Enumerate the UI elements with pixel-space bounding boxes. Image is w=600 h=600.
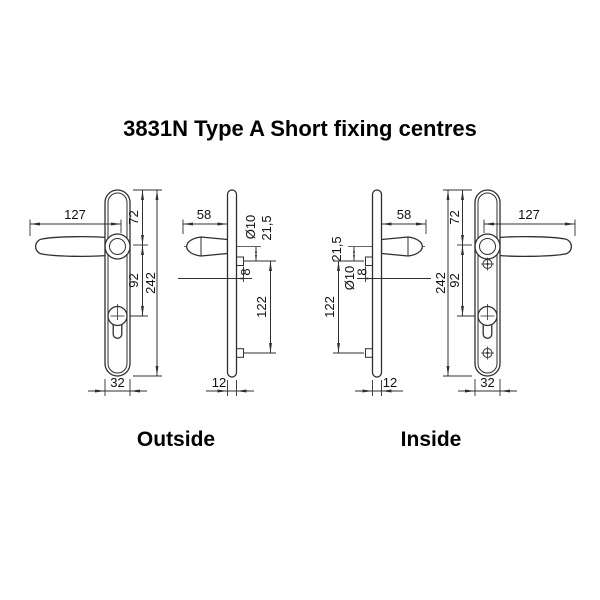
lever-handle-inside [492, 236, 573, 257]
dim-handle-projection: 58 [397, 207, 411, 222]
lever-handle-outside [34, 236, 113, 257]
lever-handle-profile-inside [380, 236, 424, 257]
fixing-lug-top [236, 256, 244, 266]
handle-rose-outer [104, 233, 131, 260]
dim-fixing-centres: 122 [322, 296, 337, 318]
dim-fixing-diameter: Ø10 [243, 215, 258, 240]
handle-rose-outer [474, 233, 501, 260]
fixing-screw-bottom [481, 346, 494, 360]
handle-rose-inner [109, 238, 126, 255]
dim-plate-depth: 12 [383, 375, 397, 390]
outside-front-view: 127 72 92 242 32 [29, 189, 162, 396]
dim-fixing-diameter: Ø10 [342, 266, 357, 291]
backplate-profile-outside [226, 189, 238, 378]
dim-top-to-handle: 72 [126, 210, 141, 224]
fixing-lug-bottom [236, 348, 244, 358]
backplate-inside-inner-line [477, 192, 498, 374]
dim-handle-to-cylinder: 92 [447, 273, 462, 287]
dim-handle-projection: 58 [197, 207, 211, 222]
dim-top-to-handle: 72 [447, 210, 462, 224]
dim-fixing-centres: 122 [254, 296, 269, 318]
handle-rose-inner [479, 238, 496, 255]
dim-fixing-lug: 8 [355, 268, 370, 275]
dim-plate-width: 32 [110, 375, 124, 390]
fixing-screw-top [481, 257, 494, 271]
fixing-lug-top [365, 256, 373, 266]
dim-plate-height: 242 [143, 272, 158, 294]
inside-front-view: 127 72 92 242 32 [433, 189, 576, 396]
page-title: 3831N Type A Short fixing centres [123, 116, 477, 141]
fixing-lug-bottom [365, 348, 373, 358]
dim-plate-depth: 12 [212, 375, 226, 390]
outside-label: Outside [137, 428, 215, 451]
dim-handle-length: 127 [64, 207, 86, 222]
dim-handle-length: 127 [518, 207, 540, 222]
dim-fixing-lug: 8 [238, 268, 253, 275]
outside-profile-view: 58 Ø10 21,5 8 122 12 [178, 189, 276, 396]
dim-plate-width: 32 [480, 375, 494, 390]
inside-label: Inside [401, 428, 462, 451]
backplate-outside-inner-line [107, 192, 128, 374]
dim-plate-height: 242 [433, 272, 448, 294]
backplate-profile-inside [371, 189, 383, 378]
dim-handle-to-fixing: 21,5 [329, 236, 344, 261]
dim-handle-to-fixing: 21,5 [259, 215, 274, 240]
dim-handle-to-cylinder: 92 [126, 273, 141, 287]
lever-handle-profile-outside [185, 236, 229, 257]
inside-profile-view: 58 21,5 Ø10 8 122 12 [322, 189, 431, 396]
